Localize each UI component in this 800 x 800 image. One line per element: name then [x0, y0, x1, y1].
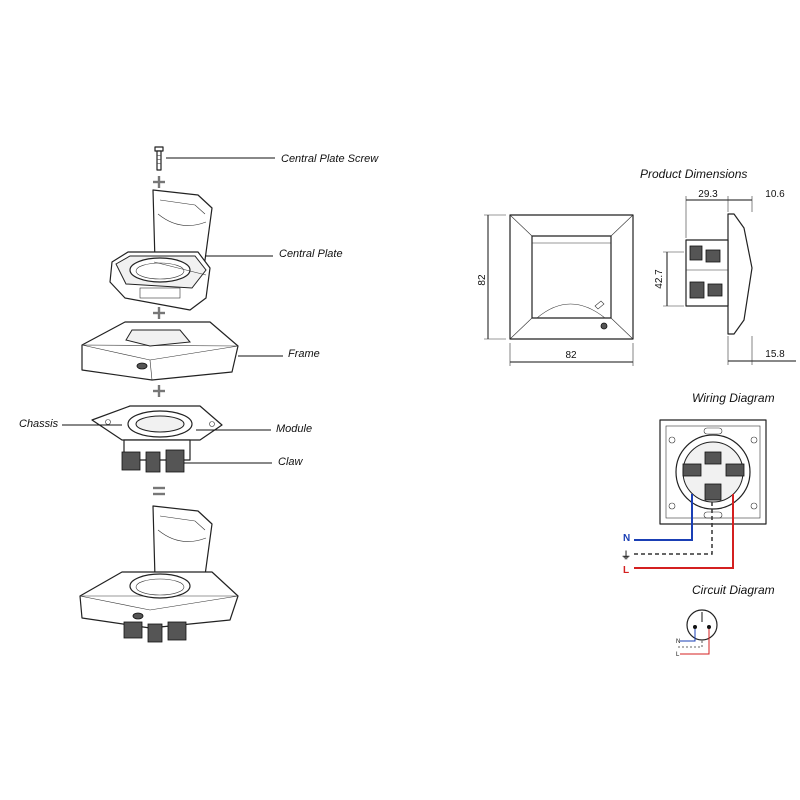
side-view-drawing [685, 213, 753, 335]
circuit-diagram-title: Circuit Diagram [692, 583, 775, 597]
central-plate-screw-part [154, 146, 164, 171]
equals-sign [153, 486, 165, 496]
wiring-neutral-label: N [623, 533, 630, 544]
wiring-diagram-title: Wiring Diagram [692, 391, 775, 405]
central-plate-part [109, 189, 213, 311]
product-dimensions-title: Product Dimensions [640, 167, 747, 181]
circuit-neutral-wire [680, 629, 696, 642]
live-wire [634, 494, 734, 569]
plus-sign-3 [153, 385, 165, 397]
frame-part [81, 321, 239, 381]
neutral-wire [634, 494, 693, 541]
central-plate-label: Central Plate [279, 248, 343, 260]
front-view-drawing [509, 214, 634, 340]
assembled-socket-part [79, 505, 239, 643]
wiring-diagram: Wiring Diagram N ⏚ L [621, 391, 775, 576]
circuit-earth-wire [678, 640, 703, 648]
plus-sign-2 [153, 307, 165, 319]
module-label: Module [276, 423, 312, 435]
screw-label: Central Plate Screw [281, 153, 379, 165]
front-width-value: 82 [565, 350, 577, 361]
side-depth-back-value: 29.3 [698, 189, 718, 200]
exploded-view: Central Plate Screw Central Plate Frame [19, 146, 379, 643]
claw-label: Claw [278, 456, 304, 468]
side-depth-front-value: 15.8 [765, 349, 785, 360]
chassis-label: Chassis [19, 418, 59, 430]
wiring-earth-symbol: ⏚ [621, 550, 631, 562]
circuit-live-label: L [676, 652, 680, 658]
chassis-module-part [91, 405, 223, 473]
earth-wire [634, 500, 713, 555]
circuit-live-wire [680, 629, 710, 655]
wiring-live-label: L [623, 565, 629, 576]
plus-sign-1 [153, 176, 165, 188]
frame-label: Frame [288, 348, 320, 360]
front-height-value: 82 [477, 274, 488, 286]
side-depth-plate-value: 10.6 [765, 189, 785, 200]
side-height-value: 42.7 [654, 269, 665, 289]
product-dimensions: Product Dimensions 82 82 [477, 167, 796, 366]
circuit-neutral-label: N [676, 639, 680, 645]
circuit-diagram: Circuit Diagram N L [676, 583, 775, 658]
socket-back-drawing [659, 419, 767, 525]
